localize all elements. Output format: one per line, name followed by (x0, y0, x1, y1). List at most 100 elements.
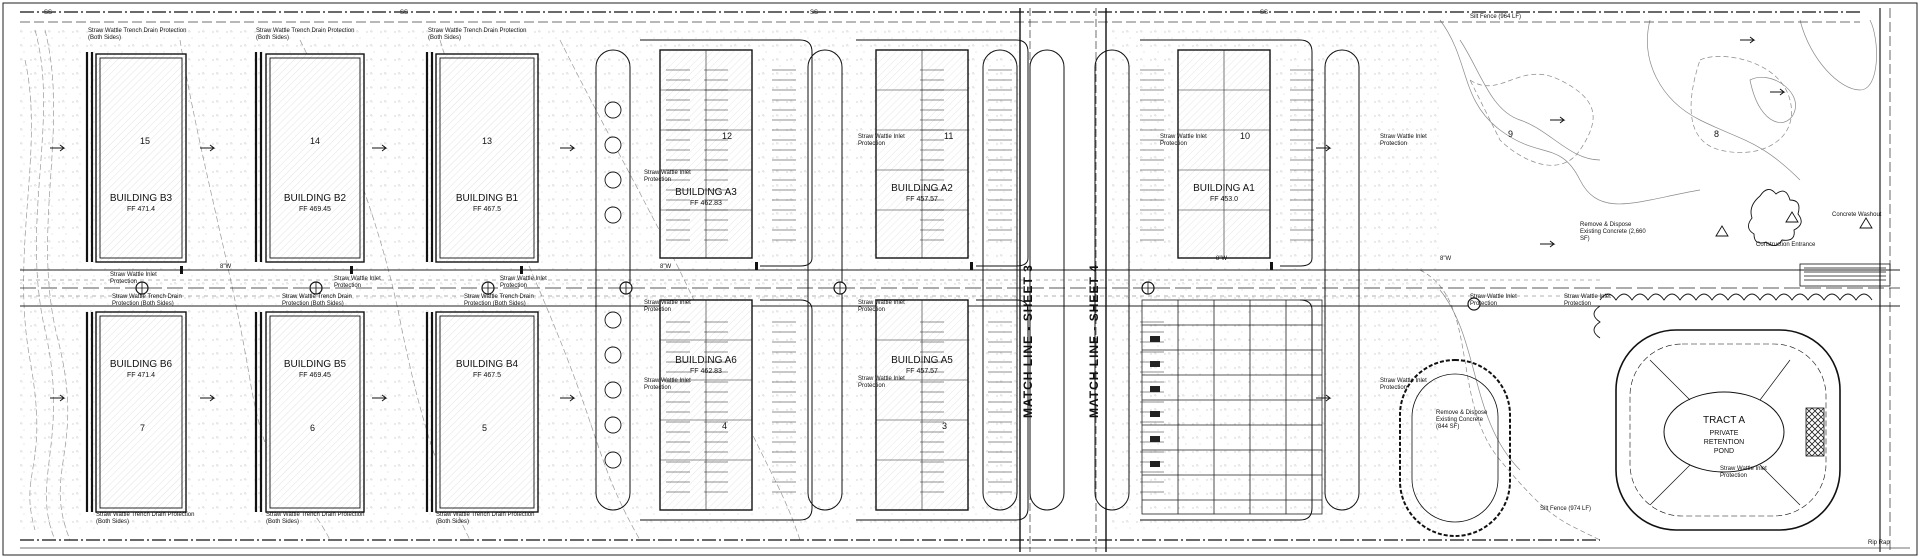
building-a5-ff: FF 457.57 (906, 368, 938, 375)
building-a6-ff: FF 462.83 (690, 368, 722, 375)
note-inlet-6: Straw Wattle Inlet Protection (644, 378, 691, 391)
note-inlet-5: Straw Wattle Inlet Protection (644, 300, 691, 313)
lot-14: 14 (310, 136, 321, 146)
south-a1-units (1141, 299, 1323, 515)
a-building-hatch (660, 50, 1270, 510)
note-inlet-9: Straw Wattle Inlet Protection (858, 376, 905, 389)
note-concrete-washout: Concrete Washout (1832, 212, 1882, 218)
lot-6: 6 (310, 423, 316, 433)
note-inlet-12: Straw Wattle Inlet Protection (1380, 378, 1427, 391)
water-label-1: 8"W (220, 264, 232, 270)
building-b2-label: BUILDING B2 (283, 193, 347, 204)
tract-a-line2: RETENTION (1703, 439, 1745, 446)
note-remove-concrete-top: Remove & Dispose Existing Concrete (2,66… (1580, 222, 1646, 242)
building-a3-label: BUILDING A3 (675, 187, 737, 198)
building-b3-label: BUILDING B3 (109, 193, 173, 204)
lot-7: 7 (140, 423, 146, 433)
note-trench-drain-top-3: Straw Wattle Trench Drain Protection (Bo… (428, 28, 527, 41)
building-b4-ff: FF 467.5 (472, 372, 501, 379)
building-b6-ff: FF 471.4 (126, 372, 155, 379)
note-silt-fence-top: Silt Fence (964 LF) (1470, 14, 1522, 20)
tract-a-line1: PRIVATE (1709, 430, 1739, 437)
water-label-2: 8"W (660, 264, 672, 270)
note-trench-drain-top-1: Straw Wattle Trench Drain Protection (Bo… (88, 28, 187, 41)
building-b1-label: BUILDING B1 (455, 193, 519, 204)
note-inlet-14: Straw Wattle Inlet Protection (1564, 294, 1611, 307)
note-inlet-3: Straw Wattle Inlet Protection (500, 276, 547, 289)
note-construction-entrance: Construction Entrance (1756, 242, 1816, 248)
note-inlet-7: Straw Wattle Inlet Protection (858, 134, 905, 147)
tract-a-line3: POND (1713, 448, 1735, 455)
retention-pond (1615, 329, 1841, 531)
note-inlet-15: Straw Wattle Inlet Protection (1720, 466, 1767, 479)
parking-stalls (665, 69, 1315, 493)
tree-cluster (1748, 189, 1802, 246)
building-a2-ff: FF 457.57 (906, 196, 938, 203)
utility-valves (180, 262, 1273, 274)
match-line-sheet-3: MATCH LINE - SHEET 3 (1021, 264, 1035, 418)
note-inlet-11: Straw Wattle Inlet Protection (1380, 134, 1427, 147)
building-b6-label: BUILDING B6 (109, 359, 173, 370)
lot-13: 13 (482, 136, 493, 146)
match-line-band (1019, 8, 1107, 552)
trench-drains (85, 52, 434, 512)
contour-lines-east (1419, 19, 1877, 541)
note-inlet-4: Straw Wattle Inlet Protection (644, 170, 691, 183)
lot-3: 3 (942, 421, 948, 431)
building-b5-label: BUILDING B5 (283, 359, 347, 370)
sewer-label-4: SS (1260, 10, 1269, 16)
note-trench-drain-bottom-1: Straw Wattle Trench Drain Protection (Bo… (96, 512, 195, 525)
building-a5-label: BUILDING A5 (891, 355, 953, 366)
building-b2-ff: FF 469.45 (299, 206, 331, 213)
lot-4: 4 (722, 421, 728, 431)
note-rip-rap: Rip Rap (1868, 540, 1890, 546)
match-line-sheet-4: MATCH LINE - SHEET 4 (1087, 264, 1101, 418)
building-a2-label: BUILDING A2 (891, 183, 953, 194)
note-inlet-2: Straw Wattle Inlet Protection (334, 276, 381, 289)
note-inlet-13: Straw Wattle Inlet Protection (1470, 294, 1517, 307)
b-building-inner-walls (99, 57, 535, 509)
note-trench-drain-mid-3: Straw Wattle Trench Drain Protection (Bo… (464, 294, 534, 307)
sewer-label-2: SS (400, 10, 409, 16)
lot-8: 8 (1714, 129, 1720, 139)
sewer-label-1: SS (44, 10, 53, 16)
parking-frames (640, 39, 1313, 521)
lot-9: 9 (1508, 129, 1514, 139)
inlet-crosshairs (136, 282, 1154, 294)
sewer-label-3: SS (810, 10, 819, 16)
lot-5: 5 (482, 423, 488, 433)
lot-12: 12 (722, 131, 733, 141)
note-trench-drain-mid-2: Straw Wattle Trench Drain Protection (Bo… (282, 294, 352, 307)
note-inlet-10: Straw Wattle Inlet Protection (1160, 134, 1207, 147)
tract-a-title: TRACT A (1702, 415, 1746, 426)
note-silt-fence-bottom: Silt Fence (974 LF) (1540, 506, 1592, 512)
note-trench-drain-top-2: Straw Wattle Trench Drain Protection (Bo… (256, 28, 355, 41)
building-a1-label: BUILDING A1 (1193, 183, 1255, 194)
construction-entrance (1799, 263, 1891, 287)
water-label-3: 8"W (1216, 256, 1228, 262)
note-remove-concrete-mid: Remove & Dispose Existing Concrete (844 … (1436, 410, 1488, 430)
south-a1-hatch (1150, 336, 1160, 467)
building-a6-label: BUILDING A6 (675, 355, 737, 366)
rip-rap-outfall (1805, 407, 1825, 457)
lot-10: 10 (1240, 131, 1251, 141)
parking-islands (604, 101, 622, 469)
note-inlet-8: Straw Wattle Inlet Protection (858, 300, 905, 313)
building-a3-ff: FF 462.83 (690, 200, 722, 207)
building-b5-ff: FF 469.45 (299, 372, 331, 379)
warning-triangles (1715, 211, 1873, 237)
lot-11: 11 (944, 131, 954, 141)
concrete-removal-oval (1399, 359, 1511, 537)
note-inlet-1: Straw Wattle Inlet Protection (110, 272, 157, 285)
lot-15: 15 (140, 136, 151, 146)
note-trench-drain-mid-1: Straw Wattle Trench Drain Protection (Bo… (112, 294, 182, 307)
building-b3-ff: FF 471.4 (126, 206, 155, 213)
note-trench-drain-bottom-2: Straw Wattle Trench Drain Protection (Bo… (266, 512, 365, 525)
tree-line (1593, 293, 1873, 339)
building-a1-ff: FF 453.0 (1209, 196, 1238, 203)
water-label-4: 8"W (1440, 256, 1452, 262)
building-b4-label: BUILDING B4 (455, 359, 519, 370)
b-buildings (95, 53, 539, 513)
